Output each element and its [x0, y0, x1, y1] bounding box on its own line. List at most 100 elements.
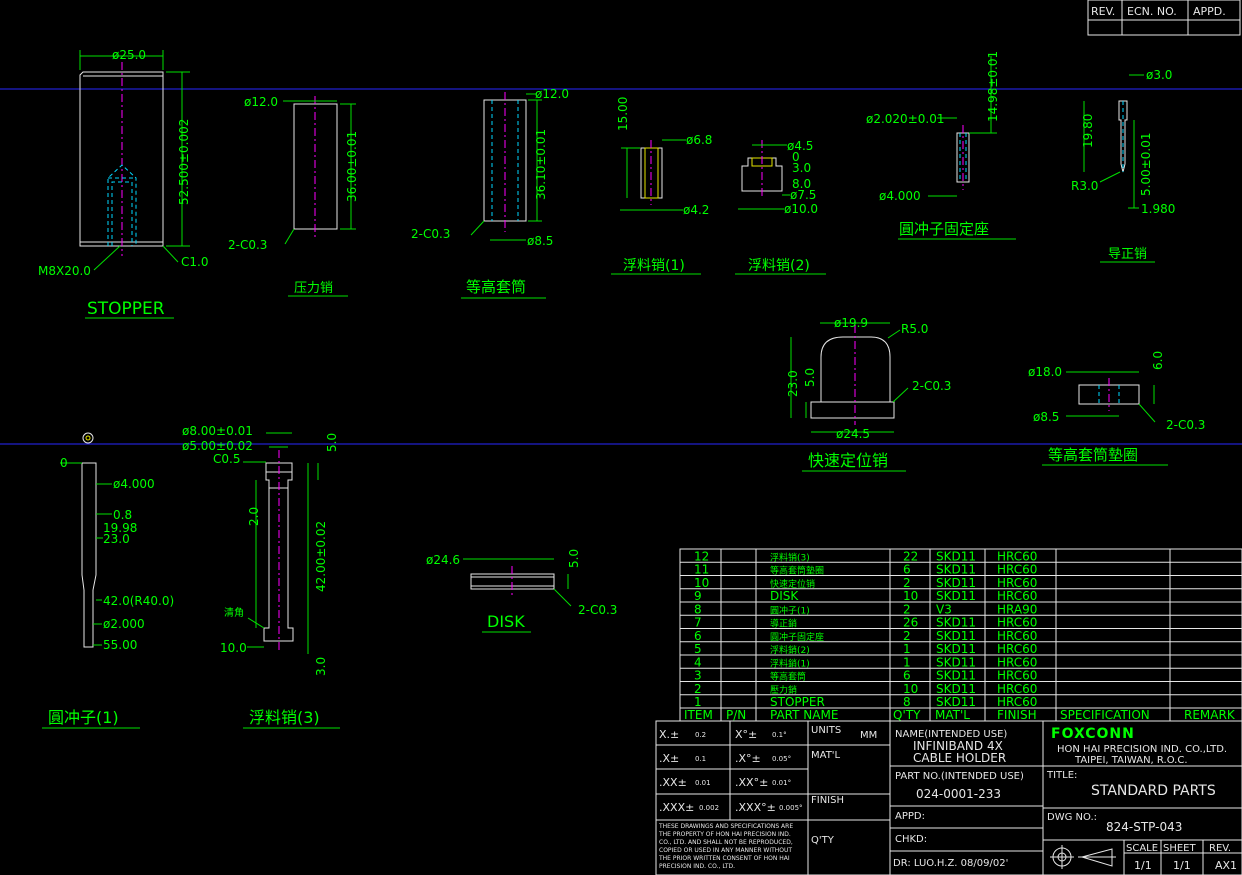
bom-cell: 浮料销(3): [770, 551, 810, 563]
bom-cell: DISK: [770, 589, 799, 603]
dim-label: R5.0: [901, 322, 928, 336]
dim-label: 36.10±0.01: [534, 129, 548, 200]
dim-label: 36.00±0.01: [345, 131, 359, 202]
bom-cell: 3: [694, 669, 702, 683]
bom-cell: 8: [903, 695, 911, 709]
tolerance-value: 0.2: [695, 731, 706, 739]
part-stopper[interactable]: ø25.0 52.500±0.002 M8X20.0 C1.0 STOPPER: [38, 48, 208, 319]
bom-cell: 導正銷: [770, 618, 797, 630]
rev-header: REV.: [1091, 5, 1115, 18]
dim-label: C1.0: [181, 255, 208, 269]
part-lifter-3[interactable]: ø8.00±0.01 ø5.00±0.02 C0.5 5.0 2.0 42.00…: [182, 424, 340, 729]
dim-label: 2-C0.3: [1166, 418, 1205, 432]
part-label: 浮料销(3): [249, 708, 320, 727]
tolerance-label: .X±: [659, 752, 679, 765]
bom-cell: HRA90: [997, 602, 1037, 616]
bom-cell: SKD11: [936, 695, 976, 709]
bom-cell: 1: [903, 655, 911, 669]
bom-header: P/N: [726, 708, 746, 722]
copyright-notice-line: PRECISION IND. CO., LTD.: [659, 863, 735, 870]
dim-label: 0: [792, 150, 800, 164]
bom-cell: HRC60: [997, 549, 1037, 563]
part-punch[interactable]: 0 ø4.000 0.8 19.98 23.0 42.0(R40.0) ø2.0…: [42, 432, 174, 729]
tolerance-value: 0.002: [699, 804, 719, 812]
dim-label: 1.980: [1141, 202, 1175, 216]
bom-cell: 5: [694, 642, 702, 656]
revision-block: REV. ECN. NO. APPD.: [1087, 0, 1241, 36]
bom-cell: SKD11: [936, 655, 976, 669]
bom-header: PART NAME: [770, 708, 838, 722]
dim-label: 14.98±0.01: [986, 51, 1000, 122]
drawing-title: STANDARD PARTS: [1091, 783, 1216, 799]
dim-label: 5.0: [567, 549, 581, 568]
appd-label: APPD:: [895, 811, 925, 822]
part-quick-pin[interactable]: ø19.9 R5.0 23.0 5.0 2-C0.3 ø24.5 快速定位销: [786, 316, 951, 472]
units-label: UNITS: [811, 725, 841, 736]
dim-label: 2.0: [247, 507, 261, 526]
bom-cell: 9: [694, 589, 702, 603]
dim-label: 0: [60, 456, 68, 470]
part-guide-pin[interactable]: ø3.0 19.80 R3.0 5.00±0.01 1.980 导正销: [1071, 68, 1175, 263]
bom-cell: HRC60: [997, 682, 1037, 696]
sheet-label: SHEET: [1163, 843, 1197, 854]
dim-label: ø8.5: [1033, 410, 1059, 424]
bom-cell: 圓冲子固定座: [770, 631, 824, 643]
part-sleeve[interactable]: ø12.0 36.10±0.01 2-C0.3 ø8.5 等高套筒: [411, 87, 569, 299]
bom-cell: 10: [903, 682, 918, 696]
part-label: 快速定位销: [808, 451, 888, 470]
part-lifter-1[interactable]: 15.00 ø6.8 ø4.2 浮料销(1): [611, 97, 712, 275]
part-washer[interactable]: ø18.0 6.0 ø8.5 2-C0.3 等高套筒墊圈: [1028, 351, 1205, 466]
dwg-no-label: DWG NO.:: [1047, 812, 1097, 823]
bom-cell: HRC60: [997, 669, 1037, 683]
bom-cell: 壓力銷: [770, 684, 797, 696]
dim-label: R3.0: [1071, 179, 1098, 193]
dim-label: 52.500±0.002: [177, 119, 191, 205]
part-press-pin[interactable]: ø12.0 36.00±0.01 2-C0.3 压力销: [228, 95, 359, 297]
bom-cell: SKD11: [936, 682, 976, 696]
tolerance-value: 0.05°: [772, 755, 791, 763]
bom-cell: 等高套筒墊圈: [770, 565, 824, 577]
part-lifter-2[interactable]: ø4.5 0 3.0 8.0 ø7.5 ø10.0 浮料销(2): [735, 139, 826, 275]
matl-label: MAT'L: [811, 750, 841, 761]
bom-cell: 2: [903, 576, 911, 590]
tolerance-value: 0.01: [695, 779, 711, 787]
dim-label: 19.98: [103, 521, 137, 535]
finish-label: FINISH: [811, 795, 844, 806]
dim-label: ø2.000: [103, 617, 145, 631]
tolerance-label: .XX°±: [735, 776, 768, 789]
dim-label: ø24.6: [426, 553, 460, 567]
tolerance-value: 0.1: [695, 755, 706, 763]
dim-label: 0.8: [113, 508, 132, 522]
dim-label: 8.0: [792, 177, 811, 191]
dim-label: ø8.00±0.01: [182, 424, 253, 438]
dim-label: 23.0: [786, 370, 800, 397]
bom-cell: 8: [694, 602, 702, 616]
dim-label: 5.00±0.01: [1139, 133, 1153, 197]
bom-cell: SKD11: [936, 589, 976, 603]
appd-header: APPD.: [1193, 5, 1226, 18]
bom-cell: SKD11: [936, 576, 976, 590]
part-punch-holder[interactable]: ø2.020±0.01 14.98±0.01 ø4.000 圓冲子固定座: [866, 51, 1016, 240]
dim-label: 清角: [224, 606, 244, 619]
bom-cell: HRC60: [997, 629, 1037, 643]
dim-label: ø5.00±0.02: [182, 439, 253, 453]
part-disk[interactable]: ø24.6 5.0 2-C0.3 DISK: [426, 549, 617, 633]
sheet-value: 1/1: [1173, 859, 1191, 872]
tolerance-label: .XXX±: [659, 801, 694, 814]
ecn-header: ECN. NO.: [1127, 5, 1177, 18]
scale-label: SCALE: [1126, 843, 1158, 854]
dim-label: M8X20.0: [38, 264, 91, 278]
dim-label: ø12.0: [244, 95, 278, 109]
bom-cell: 等高套筒: [770, 671, 806, 683]
bom-cell: 浮料銷(2): [770, 644, 810, 656]
dim-label: 42.00±0.02: [314, 521, 328, 592]
bom-cell: 7: [694, 616, 702, 630]
bom-cell: 6: [903, 563, 911, 577]
bom-cell: SKD11: [936, 549, 976, 563]
dim-label: 23.0: [103, 532, 130, 546]
part-label: 等高套筒墊圈: [1048, 446, 1138, 464]
bom-cell: 6: [903, 669, 911, 683]
bom-cell: 圓冲子(1): [770, 604, 810, 616]
bom-cell: HRC60: [997, 642, 1037, 656]
